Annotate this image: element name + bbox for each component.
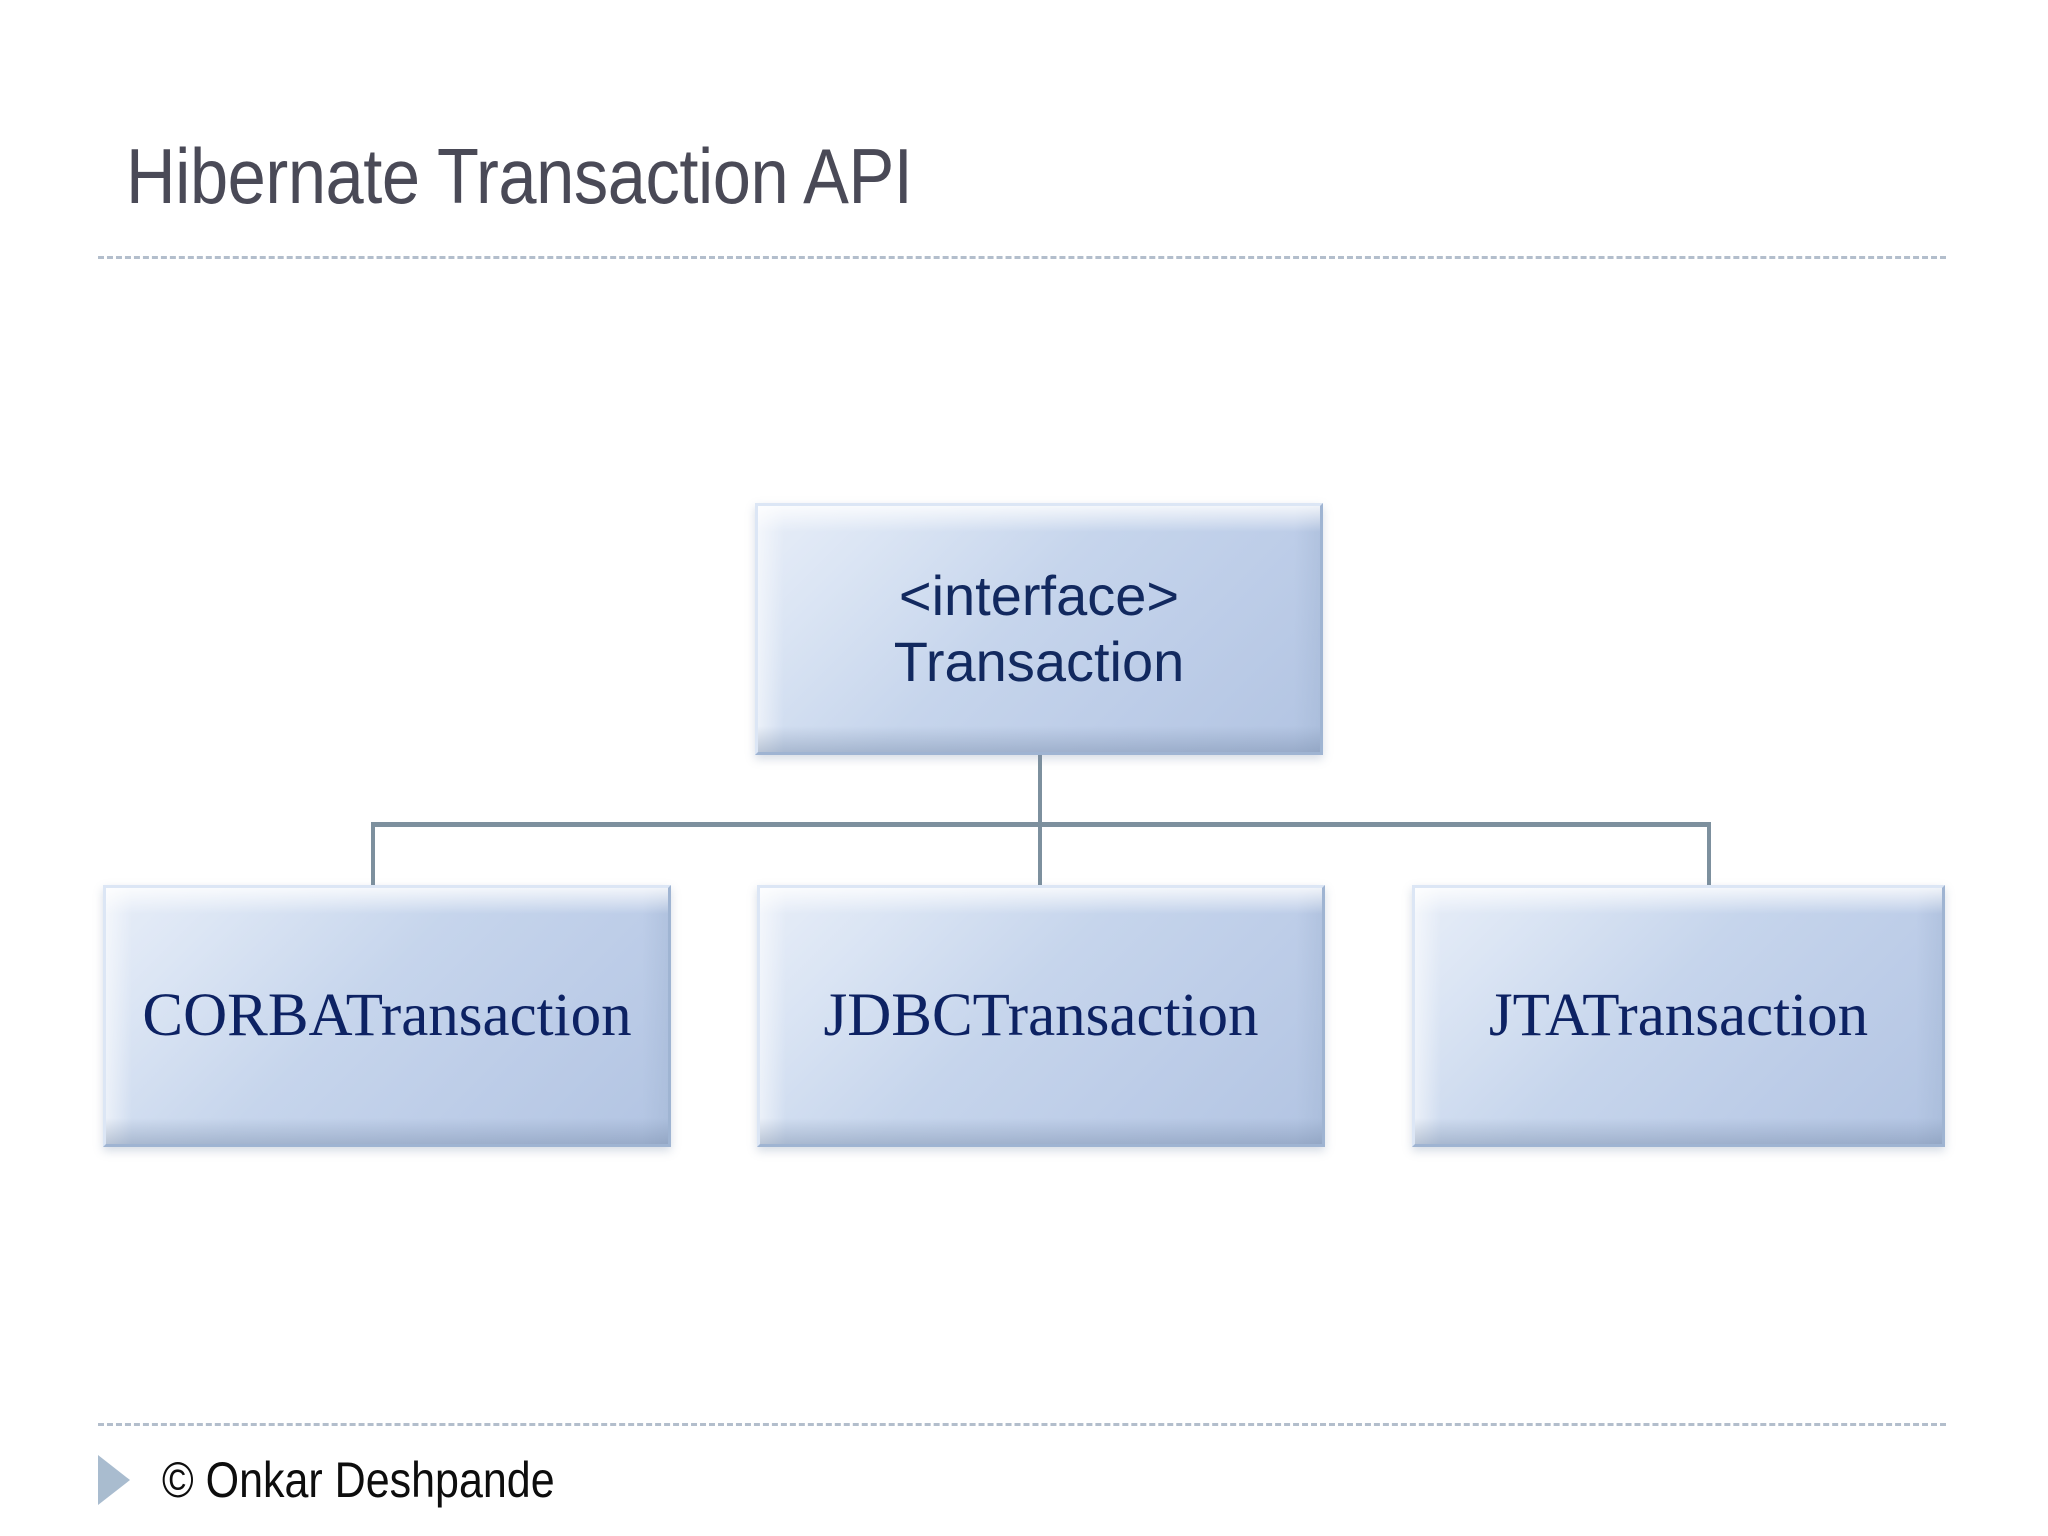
interface-stereotype-text: <interface> bbox=[898, 563, 1180, 627]
footer-divider bbox=[98, 1423, 1946, 1426]
connector-branch-middle bbox=[1038, 822, 1042, 886]
diagram-node-label: <interface> Transaction bbox=[894, 563, 1185, 695]
triangle-right-icon bbox=[98, 1455, 130, 1505]
page-title: Hibernate Transaction API bbox=[126, 132, 913, 220]
diagram-node-transaction[interactable]: <interface> Transaction bbox=[755, 503, 1323, 755]
footer: © Onkar Deshpande bbox=[98, 1445, 619, 1515]
connector-root-stem bbox=[1038, 753, 1042, 825]
diagram-node-corbatransaction[interactable]: CORBATransaction bbox=[103, 885, 671, 1147]
title-divider bbox=[98, 256, 1946, 259]
diagram-node-jdbctransaction[interactable]: JDBCTransaction bbox=[757, 885, 1325, 1147]
diagram-node-label: CORBATransaction bbox=[142, 982, 632, 1050]
connector-branch-right bbox=[1707, 822, 1711, 886]
diagram-node-label: JTATransaction bbox=[1488, 982, 1869, 1050]
diagram-node-label: JDBCTransaction bbox=[823, 982, 1259, 1050]
diagram-node-jtatransaction[interactable]: JTATransaction bbox=[1412, 885, 1945, 1147]
connector-branch-left bbox=[371, 822, 375, 886]
interface-name-text: Transaction bbox=[893, 630, 1185, 693]
footer-credit-text: © Onkar Deshpande bbox=[162, 1452, 555, 1508]
